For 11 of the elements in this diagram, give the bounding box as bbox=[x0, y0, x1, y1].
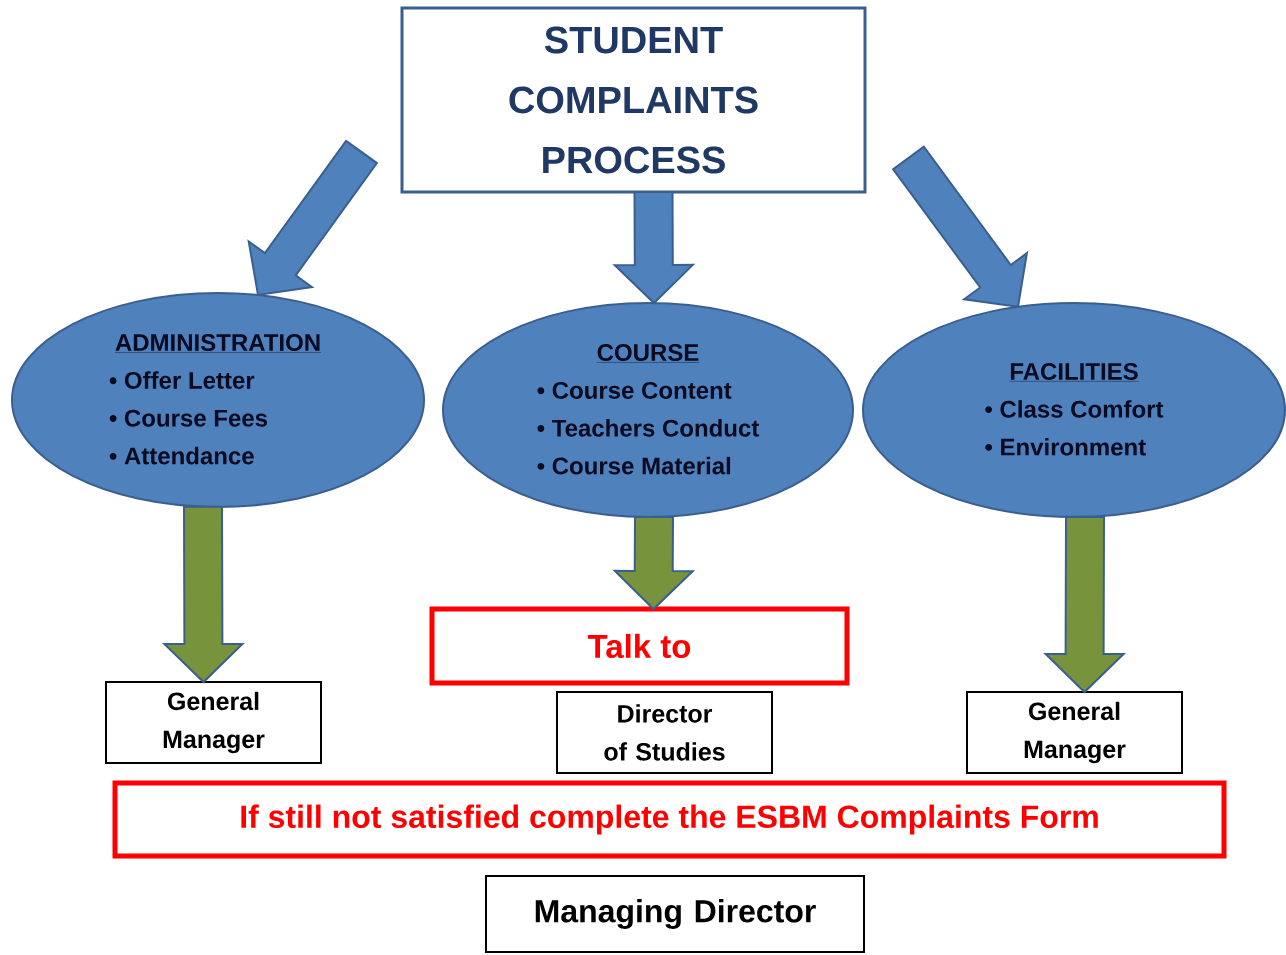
block-arrow bbox=[1043, 515, 1127, 694]
block-arrow bbox=[612, 515, 696, 611]
block-arrow bbox=[161, 505, 245, 684]
contact-box: Director of Studies bbox=[556, 691, 773, 774]
highlight-box: Talk to bbox=[429, 606, 850, 686]
title-box: STUDENT COMPLAINTS PROCESS bbox=[400, 6, 867, 194]
contact-box: Managing Director bbox=[485, 875, 865, 953]
contact-box: General Manager bbox=[966, 691, 1183, 774]
block-arrow bbox=[612, 190, 696, 305]
highlight-box: If still not satisfied complete the ESBM Complaints Form bbox=[112, 780, 1227, 859]
contact-box: General Manager bbox=[105, 681, 322, 764]
